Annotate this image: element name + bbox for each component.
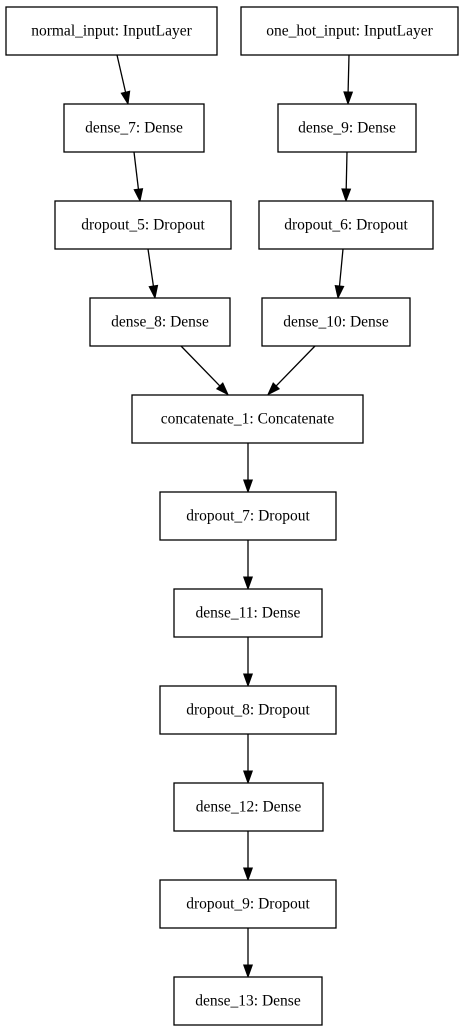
edge-concatenate_1-to-dropout_7 — [242, 443, 254, 494]
node-dense_13: dense_13: Dense — [173, 976, 323, 1026]
node-label: one_hot_input: InputLayer — [266, 23, 433, 40]
node-concatenate_1: concatenate_1: Concatenate — [131, 394, 364, 444]
node-dense_11: dense_11: Dense — [173, 588, 323, 638]
edge-dropout_8-to-dense_12 — [242, 734, 254, 785]
edge-dense_7-to-dropout_5 — [133, 151, 144, 203]
edge-dense_8-to-concatenate_1 — [180, 345, 230, 396]
edge-dense_11-to-dropout_8 — [242, 637, 254, 688]
node-dense_9: dense_9: Dense — [277, 103, 417, 153]
edge-dropout_6-to-dense_10 — [334, 248, 345, 300]
node-label: dense_9: Dense — [298, 120, 396, 137]
node-dense_7: dense_7: Dense — [63, 103, 205, 153]
node-dropout_5: dropout_5: Dropout — [54, 200, 232, 250]
node-label: dropout_5: Dropout — [81, 217, 205, 234]
edge-dense_9-to-dropout_6 — [341, 151, 352, 203]
node-one_hot_input: one_hot_input: InputLayer — [240, 6, 459, 56]
node-label: dense_8: Dense — [111, 314, 209, 331]
edge-dense_10-to-concatenate_1 — [266, 345, 316, 396]
edge-dropout_7-to-dense_11 — [242, 540, 254, 591]
edge-dense_12-to-dropout_9 — [242, 831, 254, 882]
node-label: dropout_9: Dropout — [186, 896, 310, 913]
edge-dropout_5-to-dense_8 — [147, 248, 159, 300]
node-label: dense_7: Dense — [85, 120, 183, 137]
node-dense_12: dense_12: Dense — [173, 782, 324, 832]
node-dropout_6: dropout_6: Dropout — [258, 200, 434, 250]
edge-dropout_9-to-dense_13 — [242, 928, 254, 979]
node-dropout_7: dropout_7: Dropout — [159, 491, 337, 541]
node-dropout_8: dropout_8: Dropout — [159, 685, 337, 735]
node-label: dropout_8: Dropout — [186, 702, 310, 719]
node-dropout_9: dropout_9: Dropout — [159, 879, 337, 929]
node-normal_input: normal_input: InputLayer — [5, 6, 218, 56]
edge-one_hot_input-to-dense_9 — [343, 54, 354, 106]
node-label: dense_11: Dense — [196, 605, 301, 622]
node-label: dropout_7: Dropout — [186, 508, 310, 525]
nodes-layer: normal_input: InputLayer one_hot_input: … — [5, 6, 459, 1026]
edge-normal_input-to-dense_7 — [116, 54, 131, 106]
node-label: dropout_6: Dropout — [284, 217, 408, 234]
node-dense_10: dense_10: Dense — [261, 297, 411, 347]
node-label: dense_13: Dense — [195, 993, 301, 1010]
edges-layer — [116, 54, 354, 979]
node-label: normal_input: InputLayer — [31, 23, 192, 40]
node-label: dense_10: Dense — [283, 314, 389, 331]
node-dense_8: dense_8: Dense — [89, 297, 231, 347]
node-label: concatenate_1: Concatenate — [161, 411, 335, 428]
node-label: dense_12: Dense — [196, 799, 302, 816]
